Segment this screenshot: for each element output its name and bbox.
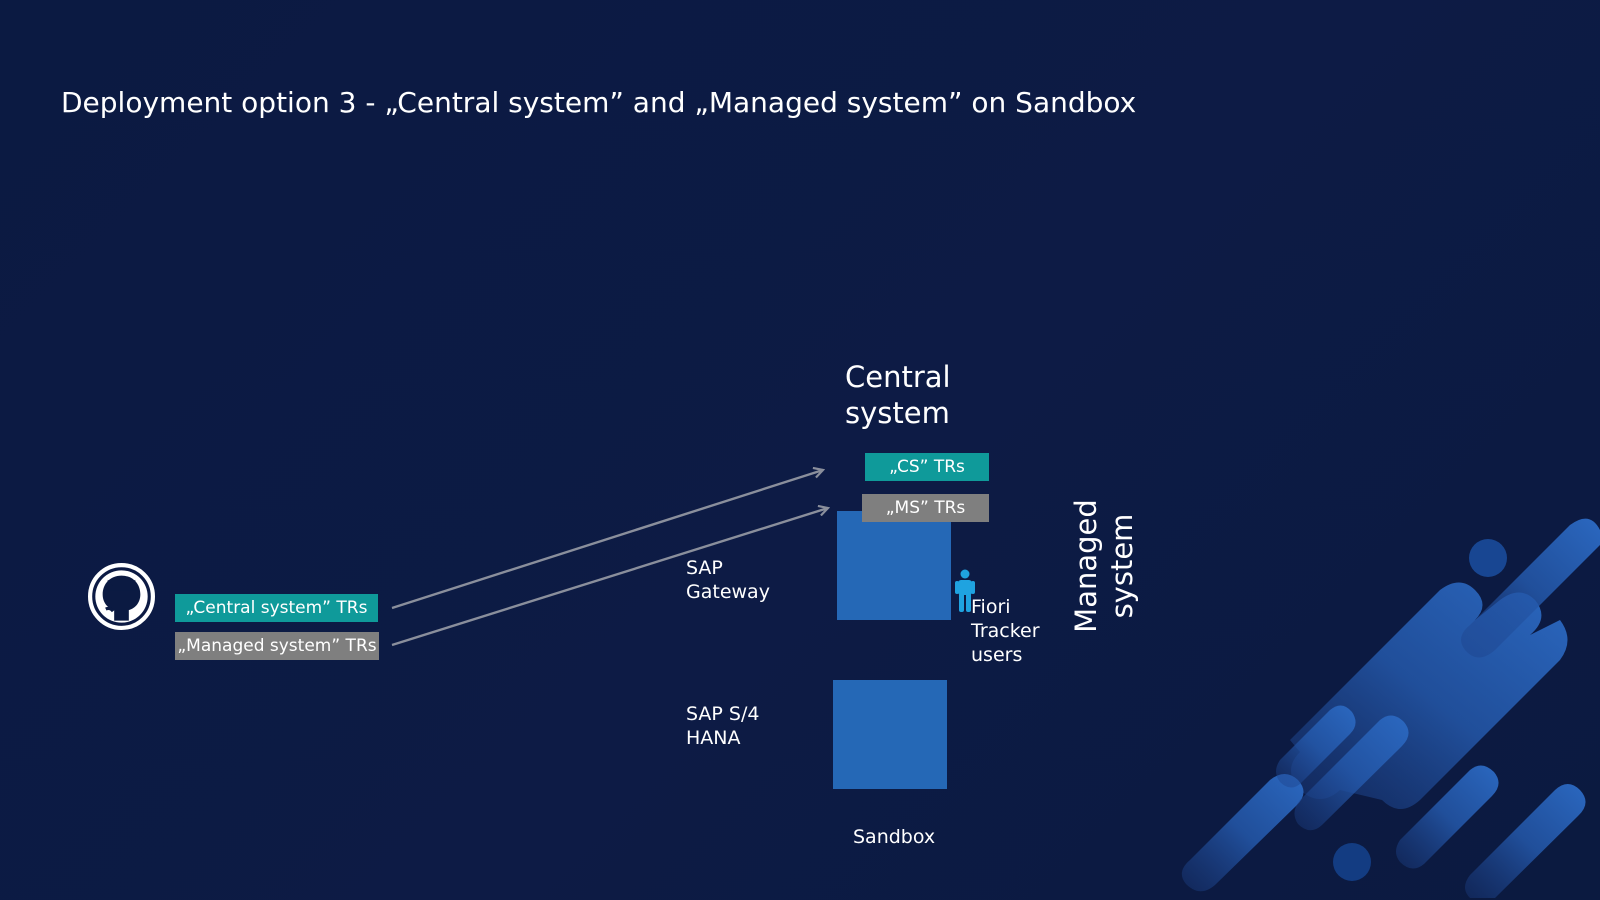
managed-tr-arrow	[391, 508, 828, 647]
managed-system-label-line2: system	[1105, 513, 1139, 619]
managed-system-label: Managed system	[1068, 491, 1140, 641]
slide-title: Deployment option 3 - „Central system” a…	[61, 86, 1137, 119]
fiori-users-line2: Tracker	[971, 620, 1040, 642]
sap-gateway-label-line2: Gateway	[686, 581, 770, 603]
central-tr-arrow	[391, 470, 823, 610]
sap-s4-hana-label-line2: HANA	[686, 727, 741, 749]
sandbox-label: Sandbox	[853, 826, 936, 848]
sap-s4-hana-label: SAP S/4 HANA	[686, 702, 759, 750]
fiori-users-line3: users	[971, 644, 1023, 666]
central-system-label-line2: system	[845, 396, 950, 430]
sap-s4-hana-block	[833, 680, 947, 789]
fiori-users-line1: Fiori	[971, 596, 1011, 618]
github-icon	[88, 563, 155, 630]
sap-gateway-label-line1: SAP	[686, 557, 723, 579]
sap-gateway-block	[837, 511, 951, 620]
sap-gateway-label: SAP Gateway	[686, 556, 770, 604]
cs-trs-tag: „CS” TRs	[865, 453, 989, 481]
central-system-label: Central system	[845, 359, 951, 431]
fiori-tracker-users-label: Fiori Tracker users	[971, 595, 1040, 667]
managed-system-trs-tag: „Managed system” TRs	[175, 632, 379, 660]
person-icon	[955, 569, 975, 612]
central-system-trs-tag: „Central system” TRs	[175, 594, 378, 622]
central-system-label-line1: Central	[845, 360, 951, 394]
sap-s4-hana-label-line1: SAP S/4	[686, 703, 760, 725]
ms-trs-tag: „MS” TRs	[862, 494, 989, 522]
managed-system-label-line1: Managed	[1069, 499, 1103, 633]
